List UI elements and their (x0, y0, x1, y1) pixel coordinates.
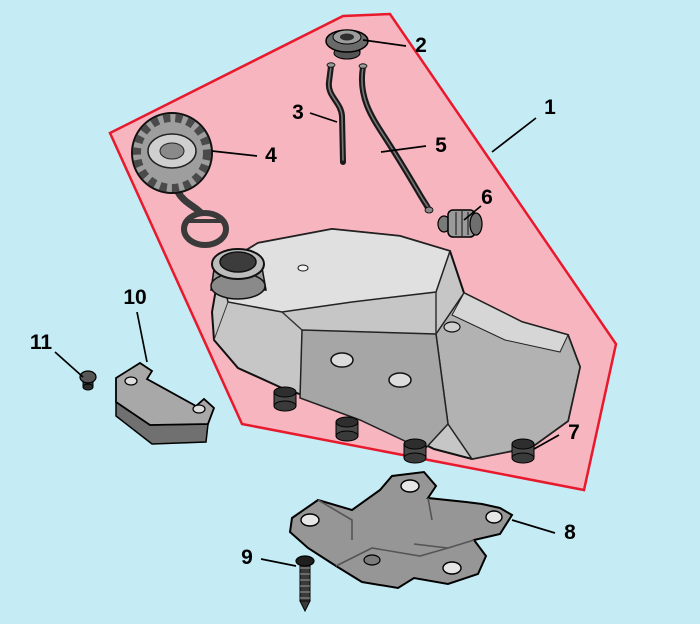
callout-4[interactable]: 4 (265, 144, 277, 167)
callout-3[interactable]: 3 (292, 101, 304, 124)
callout-6[interactable]: 6 (481, 186, 493, 209)
callout-11[interactable]: 11 (30, 331, 53, 354)
fuel-cap-illustration (131, 112, 229, 248)
grommets-illustration (273, 386, 535, 464)
fuel-line-straight-illustration (325, 62, 346, 165)
fuel-tank-illustration (210, 227, 582, 461)
callout-10[interactable]: 10 (123, 286, 146, 309)
side-bracket-illustration (115, 361, 216, 445)
callout-5[interactable]: 5 (435, 134, 447, 157)
callout-1[interactable]: 1 (544, 96, 556, 119)
callout-8[interactable]: 8 (564, 521, 576, 544)
callout-7[interactable]: 7 (568, 421, 580, 444)
top-grommet-illustration (325, 29, 369, 60)
fuel-line-curved-illustration (358, 63, 434, 214)
mounting-bracket-illustration (288, 470, 514, 590)
leader-lines (54, 39, 560, 567)
callout-2[interactable]: 2 (415, 34, 427, 57)
callout-9[interactable]: 9 (241, 546, 253, 569)
small-bolt-illustration (79, 370, 97, 391)
bolt-illustration (295, 555, 315, 613)
